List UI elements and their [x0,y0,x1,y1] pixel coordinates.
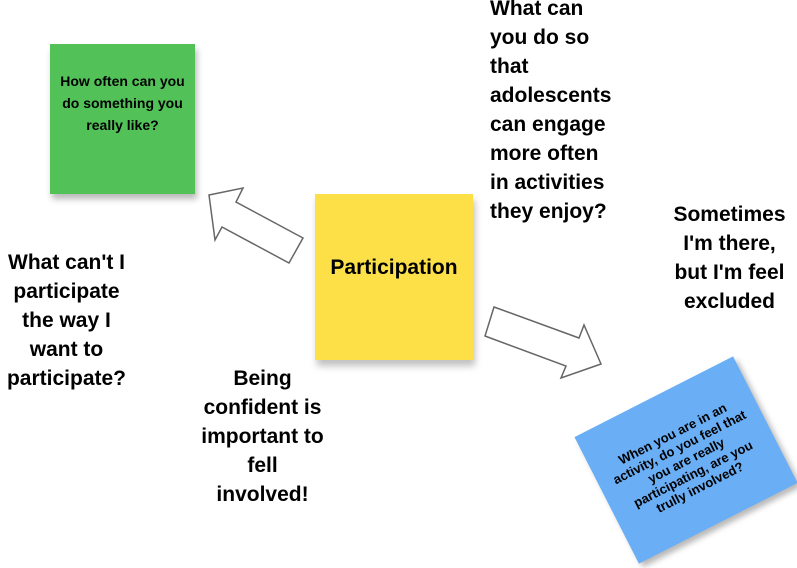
text-being-confident: Being confident is important to fell inv… [201,367,324,506]
arrow-up-left-icon [208,186,305,265]
sticky-note-participation: Participation [315,194,473,360]
text-why-cant-participate: What can't I participate the way I want … [6,251,127,390]
sticky-note-participation-text: Participation [330,256,458,279]
sticky-note-blue-text: When you are in an activity, do you feel… [610,399,755,516]
sticky-note-green: How often can you do something you reall… [50,44,195,194]
arrow-down-right-icon [484,306,603,380]
text-feel-excluded: Sometimes I'm there, but I'm feel exclud… [673,203,786,313]
text-question-engage: What can you do so that adolescents can … [490,0,612,223]
sticky-note-green-text: How often can you do something you reall… [60,73,185,133]
sticky-note-blue: When you are in an activity, do you feel… [574,356,797,564]
